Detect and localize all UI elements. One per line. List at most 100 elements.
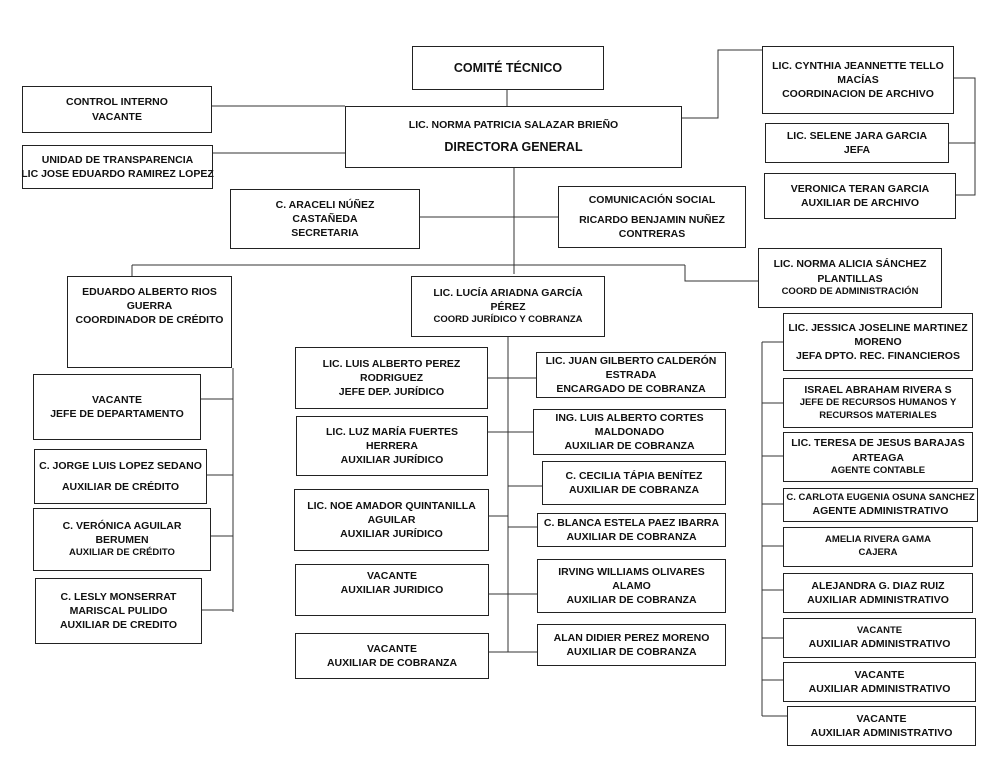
admin-staff-l2: JEFE DE RECURSOS HUMANOS Y (799, 397, 957, 409)
secretaria-l2: CASTAÑEDA (292, 212, 358, 225)
cobranza-staff-l1: C. CECILIA TÁPIA BENÍTEZ (565, 469, 703, 482)
credito-staff-box: C. VERÓNICA AGUILAR BERUMEN AUXILIAR DE … (33, 508, 211, 571)
cobranza-staff-l2: MALDONADO (594, 425, 665, 438)
cobranza-staff-l1: ALAN DIDIER PEREZ MORENO (553, 631, 710, 644)
admin-staff-box: LIC. TERESA DE JESUS BARAJAS ARTEAGA AGE… (783, 432, 973, 482)
comunicacion-box: COMUNICACIÓN SOCIAL RICARDO BENJAMIN NUÑ… (558, 186, 746, 248)
archivo-box: LIC. CYNTHIA JEANNETTE TELLO MACÍAS COOR… (762, 46, 954, 114)
admin-staff-l1: ALEJANDRA G. DIAZ RUIZ (811, 579, 945, 592)
juridico-staff-l3: AUXILIAR JURÍDICO (340, 454, 444, 467)
admin-staff-box: VACANTE AUXILIAR ADMINISTRATIVO (783, 618, 976, 658)
cobranza-staff-l1: IRVING WILLIAMS OLIVARES (558, 565, 705, 578)
juridico-staff-l1: VACANTE (367, 642, 417, 655)
direccion-general-box: LIC. NORMA PATRICIA SALAZAR BRIEÑO DIREC… (345, 106, 682, 168)
juridico-staff-l2: RODRIGUEZ (360, 371, 423, 384)
credito-staff-l2: JEFE DE DEPARTAMENTO (50, 408, 184, 420)
aux-archivo-box: VERONICA TERAN GARCIA AUXILIAR DE ARCHIV… (764, 173, 956, 219)
control-interno-box: CONTROL INTERNO VACANTE (22, 86, 212, 133)
juridico-staff-box: VACANTE AUXILIAR DE COBRANZA (295, 633, 489, 679)
admin-staff-box: AMELIA RIVERA GAMA CAJERA (783, 527, 973, 567)
admin-staff-l2: AUXILIAR ADMINISTRATIVO (808, 683, 951, 695)
aux-archivo-l2: AUXILIAR DE ARCHIVO (800, 197, 920, 209)
admin-staff-l3: AGENTE CONTABLE (830, 464, 926, 476)
cobranza-staff-box: ING. LUIS ALBERTO CORTES MALDONADO AUXIL… (533, 409, 726, 455)
credito-staff-box: VACANTE JEFE DE DEPARTAMENTO (33, 374, 201, 440)
cobranza-staff-l2: AUXILIAR DE COBRANZA (568, 484, 700, 496)
admin-l2: PLANTILLAS (817, 272, 883, 285)
control-l2: VACANTE (92, 110, 142, 123)
admin-l3: COORD DE ADMINISTRACIÓN (781, 285, 919, 297)
credito-l2: GUERRA (126, 300, 173, 313)
admin-staff-l1: VACANTE (856, 624, 903, 636)
comunicacion-l3: CONTRERAS (618, 228, 686, 241)
cobranza-staff-l2: ESTRADA (605, 368, 657, 381)
admin-staff-box: VACANTE AUXILIAR ADMINISTRATIVO (783, 662, 976, 702)
direccion-role: DIRECTORA GENERAL (444, 139, 583, 154)
cobranza-staff-l2: ALAMO (612, 579, 651, 592)
credito-staff-l2: AUXILIAR DE CRÉDITO (61, 480, 180, 493)
admin-staff-box: ALEJANDRA G. DIAZ RUIZ AUXILIAR ADMINIST… (783, 573, 973, 613)
juridico-staff-box: VACANTE AUXILIAR JURIDICO (295, 564, 489, 616)
juridico-staff-l2: AGUILAR (367, 513, 416, 526)
admin-staff-l1: LIC. TERESA DE JESUS BARAJAS (791, 437, 965, 450)
archivo-l3: COORDINACION DE ARCHIVO (782, 88, 934, 101)
juridico-staff-l2: AUXILIAR JURIDICO (340, 584, 444, 597)
juridico-staff-box: LIC. LUZ MARÍA FUERTES HERRERA AUXILIAR … (296, 416, 488, 476)
admin-staff-l2: AUXILIAR ADMINISTRATIVO (807, 594, 949, 606)
comite-tecnico-box: COMITÉ TÉCNICO (412, 46, 604, 90)
credito-l3: COORDINADOR DE CRÉDITO (75, 314, 224, 327)
admin-staff-l3: JEFA DPTO. REC. FINANCIEROS (796, 350, 960, 363)
admin-staff-l1: AMELIA RIVERA GAMA (825, 534, 931, 546)
coord-credito-box: EDUARDO ALBERTO RIOS GUERRA COORDINADOR … (67, 276, 232, 368)
juridico-l2: PÉREZ (490, 301, 526, 314)
juridico-l3: COORD JURÍDICO Y COBRANZA (433, 314, 583, 326)
admin-staff-l2: AGENTE ADMINISTRATIVO (812, 505, 949, 518)
admin-staff-l1: C. CARLOTA EUGENIA OSUNA SANCHEZ (786, 491, 975, 503)
cobranza-staff-l3: AUXILIAR DE COBRANZA (566, 594, 697, 607)
admin-staff-l2: AUXILIAR ADMINISTRATIVO (808, 638, 951, 651)
admin-staff-l2: AUXILIAR ADMINISTRATIVO (810, 727, 953, 739)
admin-staff-box: C. CARLOTA EUGENIA OSUNA SANCHEZ AGENTE … (783, 488, 978, 522)
admin-staff-l3: RECURSOS MATERIALES (819, 410, 937, 422)
cobranza-staff-box: IRVING WILLIAMS OLIVARES ALAMO AUXILIAR … (537, 559, 726, 613)
credito-staff-box: C. LESLY MONSERRAT MARISCAL PULIDO AUXIL… (35, 578, 202, 644)
admin-staff-l2: MORENO (854, 335, 902, 348)
control-l1: CONTROL INTERNO (66, 96, 168, 109)
secretaria-l3: SECRETARIA (291, 227, 359, 240)
cobranza-staff-box: C. BLANCA ESTELA PAEZ IBARRA AUXILIAR DE… (537, 513, 726, 547)
cobranza-staff-l1: LIC. JUAN GILBERTO CALDERÓN (545, 354, 717, 367)
credito-staff-l1: C. VERÓNICA AGUILAR (62, 519, 182, 532)
cobranza-staff-l3: AUXILIAR DE COBRANZA (564, 440, 695, 453)
admin-staff-l1: VACANTE (854, 668, 905, 681)
admin-staff-box: LIC. JESSICA JOSELINE MARTINEZ MORENO JE… (783, 313, 973, 371)
credito-staff-l1: VACANTE (92, 393, 142, 406)
juridico-staff-l3: JEFE DEP. JURÍDICO (338, 386, 445, 399)
juridico-staff-l1: LIC. NOE AMADOR QUINTANILLA (307, 499, 476, 512)
comite-title: COMITÉ TÉCNICO (453, 60, 563, 75)
juridico-staff-box: LIC. LUIS ALBERTO PEREZ RODRIGUEZ JEFE D… (295, 347, 488, 409)
admin-staff-box: ISRAEL ABRAHAM RIVERA S JEFE DE RECURSOS… (783, 378, 973, 428)
admin-staff-l2: CAJERA (858, 547, 898, 558)
credito-staff-l3: AUXILIAR DE CRÉDITO (69, 547, 175, 559)
jefa-archivo-l2: JEFA (843, 144, 871, 156)
transparencia-l1: UNIDAD DE TRANSPARENCIA (41, 153, 194, 166)
admin-staff-l2: ARTEAGA (852, 451, 904, 464)
admin-staff-l1: LIC. JESSICA JOSELINE MARTINEZ (788, 321, 968, 334)
comunicacion-l2: RICARDO BENJAMIN NUÑEZ (579, 213, 725, 226)
juridico-l1: LIC. LUCÍA ARIADNA GARCÍA (433, 286, 583, 299)
juridico-staff-l1: LIC. LUIS ALBERTO PEREZ (322, 357, 461, 370)
admin-staff-box: VACANTE AUXILIAR ADMINISTRATIVO (787, 706, 976, 746)
admin-l1: LIC. NORMA ALICIA SÁNCHEZ (773, 258, 927, 271)
direccion-name: LIC. NORMA PATRICIA SALAZAR BRIEÑO (408, 119, 619, 132)
credito-staff-l1: C. LESLY MONSERRAT (60, 590, 177, 603)
credito-staff-box: C. JORGE LUIS LOPEZ SEDANO AUXILIAR DE C… (34, 449, 207, 504)
juridico-staff-l3: AUXILIAR JURÍDICO (340, 528, 443, 541)
transparencia-box: UNIDAD DE TRANSPARENCIA LIC JOSE EDUARDO… (21, 145, 214, 189)
credito-staff-l2: MARISCAL PULIDO (69, 604, 168, 617)
jefa-archivo-l1: LIC. SELENE JARA GARCIA (786, 129, 928, 142)
cobranza-staff-l2: AUXILIAR DE COBRANZA (566, 531, 697, 543)
cobranza-staff-l2: AUXILIAR DE COBRANZA (566, 646, 697, 658)
cobranza-staff-box: C. CECILIA TÁPIA BENÍTEZ AUXILIAR DE COB… (542, 461, 726, 505)
credito-staff-l3: AUXILIAR DE CREDITO (59, 619, 178, 632)
